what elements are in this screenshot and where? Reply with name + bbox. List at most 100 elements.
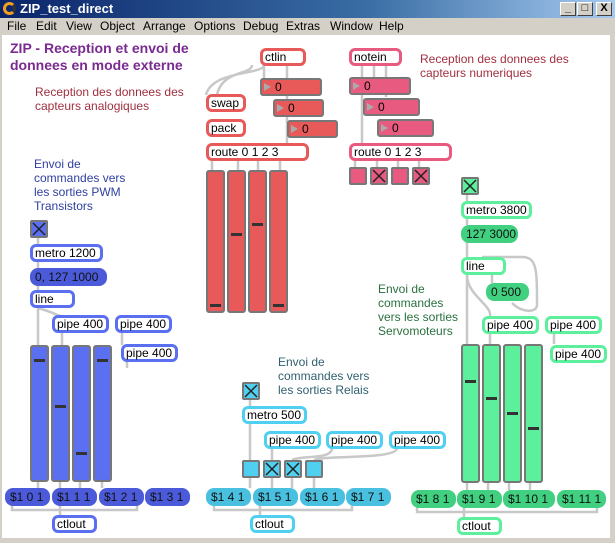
x-mark-icon	[286, 462, 300, 476]
message-box[interactable]: $1 11 1	[557, 490, 606, 508]
menu-bar: File Edit View Object Arrange Options De…	[0, 18, 615, 35]
menu-extras[interactable]: Extras	[286, 19, 321, 33]
servo-slider[interactable]	[503, 344, 522, 483]
message-box[interactable]: $1 4 1	[206, 488, 251, 506]
notein-object[interactable]: notein	[349, 48, 402, 66]
line-object[interactable]: line	[461, 257, 506, 275]
toggle[interactable]	[305, 460, 323, 478]
pipe-object[interactable]: pipe 400	[545, 316, 602, 334]
route-object[interactable]: route 0 1 2 3	[206, 143, 309, 161]
slider-knob	[252, 222, 263, 226]
message-box[interactable]: $1 1 1	[52, 488, 97, 506]
close-button[interactable]: X	[596, 2, 612, 16]
slider-knob	[273, 304, 284, 307]
ctlout-object[interactable]: ctlout	[250, 515, 295, 533]
menu-window[interactable]: Window	[330, 19, 373, 33]
message-box[interactable]: 0 500	[486, 283, 529, 301]
toggle[interactable]	[391, 167, 409, 185]
swap-object[interactable]: swap	[206, 94, 246, 112]
x-mark-icon	[32, 222, 46, 236]
x-mark-icon	[244, 384, 258, 398]
pipe-object[interactable]: pipe 400	[482, 316, 539, 334]
slider-knob	[34, 358, 45, 362]
maximize-button[interactable]: □	[577, 2, 593, 16]
message-box[interactable]: $1 5 1	[253, 488, 298, 506]
pipe-object[interactable]: pipe 400	[52, 315, 109, 333]
x-mark-icon	[372, 169, 386, 183]
analog-slider[interactable]	[227, 170, 246, 313]
message-box[interactable]: $1 2 1	[99, 488, 144, 506]
route-object[interactable]: route 0 1 2 3	[349, 143, 452, 161]
window-title: ZIP_test_direct	[20, 1, 114, 16]
patcher-canvas[interactable]: ZIP - Reception et envoi de donnees en m…	[2, 35, 610, 538]
slider-knob	[97, 358, 108, 362]
message-box[interactable]: 0, 127 1000	[30, 268, 107, 286]
message-box[interactable]: $1 6 1	[300, 488, 345, 506]
menu-object[interactable]: Object	[100, 19, 135, 33]
number-box[interactable]: 0	[363, 98, 420, 116]
pwm-slider[interactable]	[72, 345, 91, 482]
metro-object[interactable]: metro 500	[242, 406, 307, 424]
comment-numeric: Reception des donnees des capteurs numer…	[420, 52, 569, 80]
pipe-object[interactable]: pipe 400	[121, 344, 178, 362]
number-box[interactable]: 0	[260, 78, 322, 96]
x-mark-icon	[414, 169, 428, 183]
toggle[interactable]	[349, 167, 367, 185]
toggle[interactable]	[412, 167, 430, 185]
x-mark-icon	[463, 179, 477, 193]
pipe-object[interactable]: pipe 400	[550, 345, 607, 363]
slider-knob	[486, 396, 497, 400]
servo-slider[interactable]	[482, 344, 501, 483]
menu-debug[interactable]: Debug	[243, 19, 279, 33]
pwm-toggle[interactable]	[30, 220, 48, 238]
analog-slider[interactable]	[206, 170, 225, 313]
message-box[interactable]: $1 0 1	[5, 488, 50, 506]
pack-object[interactable]: pack	[206, 119, 246, 137]
slider-knob	[55, 405, 66, 409]
toggle[interactable]	[284, 460, 302, 478]
number-box[interactable]: 0	[287, 120, 338, 138]
ctlin-object[interactable]: ctlin	[260, 48, 306, 66]
metro-object[interactable]: metro 1200	[30, 244, 103, 262]
servo-slider[interactable]	[461, 344, 480, 483]
ctlout-object[interactable]: ctlout	[52, 515, 97, 533]
analog-slider[interactable]	[248, 170, 267, 313]
pipe-object[interactable]: pipe 400	[389, 431, 446, 449]
message-box[interactable]: 127 3000	[461, 225, 518, 243]
servo-slider[interactable]	[524, 344, 543, 483]
metro-object[interactable]: metro 3800	[461, 201, 532, 219]
analog-slider[interactable]	[269, 170, 288, 313]
menu-file[interactable]: File	[7, 19, 27, 33]
toggle[interactable]	[242, 460, 260, 478]
line-object[interactable]: line	[30, 290, 75, 308]
message-box[interactable]: $1 3 1	[145, 488, 190, 506]
pipe-object[interactable]: pipe 400	[115, 315, 172, 333]
slider-knob	[465, 380, 476, 384]
pwm-slider[interactable]	[51, 345, 70, 482]
relais-toggle[interactable]	[242, 382, 260, 400]
toggle[interactable]	[370, 167, 388, 185]
message-box[interactable]: $1 7 1	[346, 488, 391, 506]
pwm-slider[interactable]	[93, 345, 112, 482]
number-box[interactable]: 0	[273, 99, 324, 117]
message-box[interactable]: $1 10 1	[503, 490, 555, 508]
menu-help[interactable]: Help	[379, 19, 404, 33]
servo-toggle[interactable]	[461, 177, 479, 195]
menu-arrange[interactable]: Arrange	[143, 19, 186, 33]
message-box[interactable]: $1 9 1	[457, 490, 502, 508]
toggle[interactable]	[263, 460, 281, 478]
ctlout-object[interactable]: ctlout	[457, 517, 502, 535]
number-box[interactable]: 0	[377, 119, 434, 137]
slider-knob	[507, 411, 518, 415]
menu-view[interactable]: View	[66, 19, 92, 33]
pipe-object[interactable]: pipe 400	[326, 431, 383, 449]
menu-options[interactable]: Options	[194, 19, 236, 33]
pipe-object[interactable]: pipe 400	[264, 431, 321, 449]
slider-knob	[76, 452, 87, 456]
menu-edit[interactable]: Edit	[36, 19, 57, 33]
number-box[interactable]: 0	[349, 77, 411, 95]
minimize-button[interactable]: _	[560, 2, 576, 16]
pwm-slider[interactable]	[30, 345, 49, 482]
comment-relais: Envoi de commandes vers les sorties Rela…	[278, 355, 370, 397]
message-box[interactable]: $1 8 1	[411, 490, 456, 508]
